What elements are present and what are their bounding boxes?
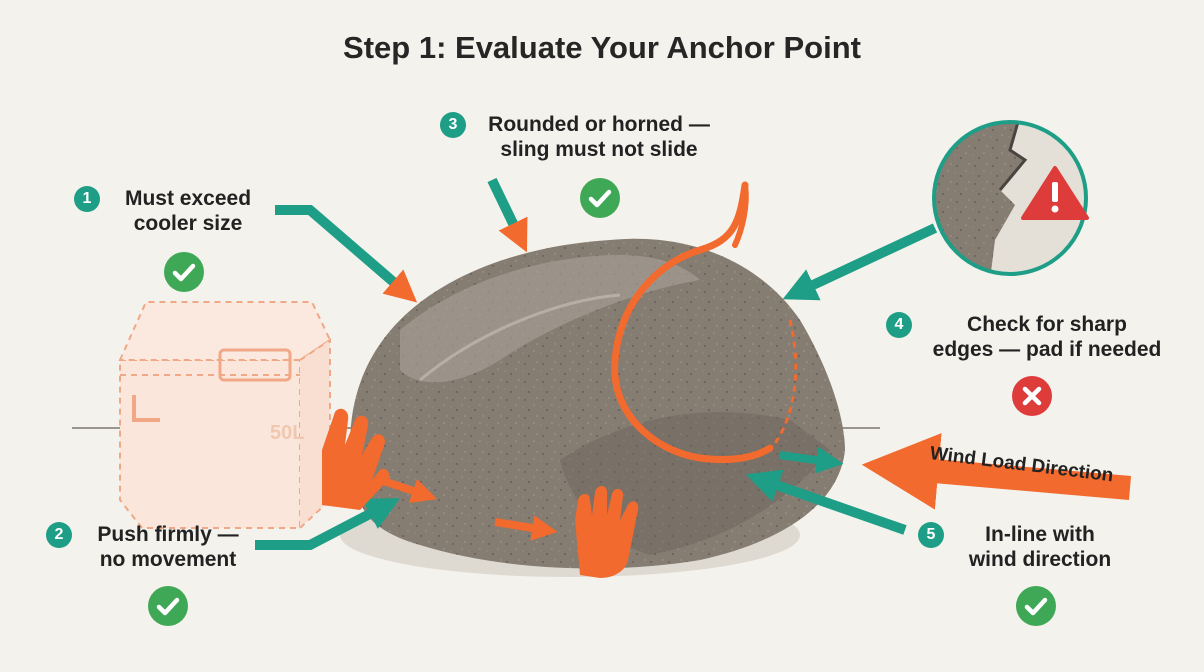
hand-icon bbox=[322, 408, 639, 578]
wind-arrow bbox=[861, 433, 1132, 510]
criterion-3-label: Rounded or horned — sling must not slide bbox=[488, 113, 710, 161]
criterion-4-x-icon bbox=[1012, 376, 1052, 416]
criterion-1-number: 1 bbox=[74, 186, 100, 212]
arrow-5b bbox=[779, 446, 844, 474]
criterion-4-label: Check for sharp edges — pad if needed bbox=[932, 313, 1162, 361]
criterion-5-label: In-line with wind direction bbox=[968, 523, 1112, 571]
push-arrow-bottom bbox=[494, 515, 558, 541]
cooler-icon bbox=[118, 301, 332, 529]
page-title: Step 1: Evaluate Your Anchor Point bbox=[343, 30, 861, 65]
arrow-4 bbox=[782, 223, 938, 301]
sling-icon bbox=[611, 181, 798, 464]
criterion-3-number: 3 bbox=[440, 112, 466, 138]
arrow-2 bbox=[255, 498, 401, 550]
arrow-1 bbox=[275, 205, 418, 303]
criterion-5-check-icon bbox=[1016, 586, 1056, 626]
criterion-3-check-icon bbox=[580, 178, 620, 218]
cooler-size-label: 50L bbox=[270, 422, 305, 444]
criterion-2-label: Push firmly — no movement bbox=[97, 523, 239, 571]
arrow-5 bbox=[745, 469, 907, 535]
criterion-4-number: 4 bbox=[886, 312, 912, 338]
criterion-2-number: 2 bbox=[46, 522, 72, 548]
warning-icon bbox=[1021, 166, 1089, 220]
criterion-1-label: Must exceed cooler size bbox=[124, 187, 252, 235]
criterion-5-number: 5 bbox=[918, 522, 944, 548]
criterion-1-check-icon bbox=[164, 252, 204, 292]
sharp-edge-lens bbox=[932, 120, 1089, 276]
arrow-3 bbox=[487, 177, 528, 253]
criterion-2-check-icon bbox=[148, 586, 188, 626]
